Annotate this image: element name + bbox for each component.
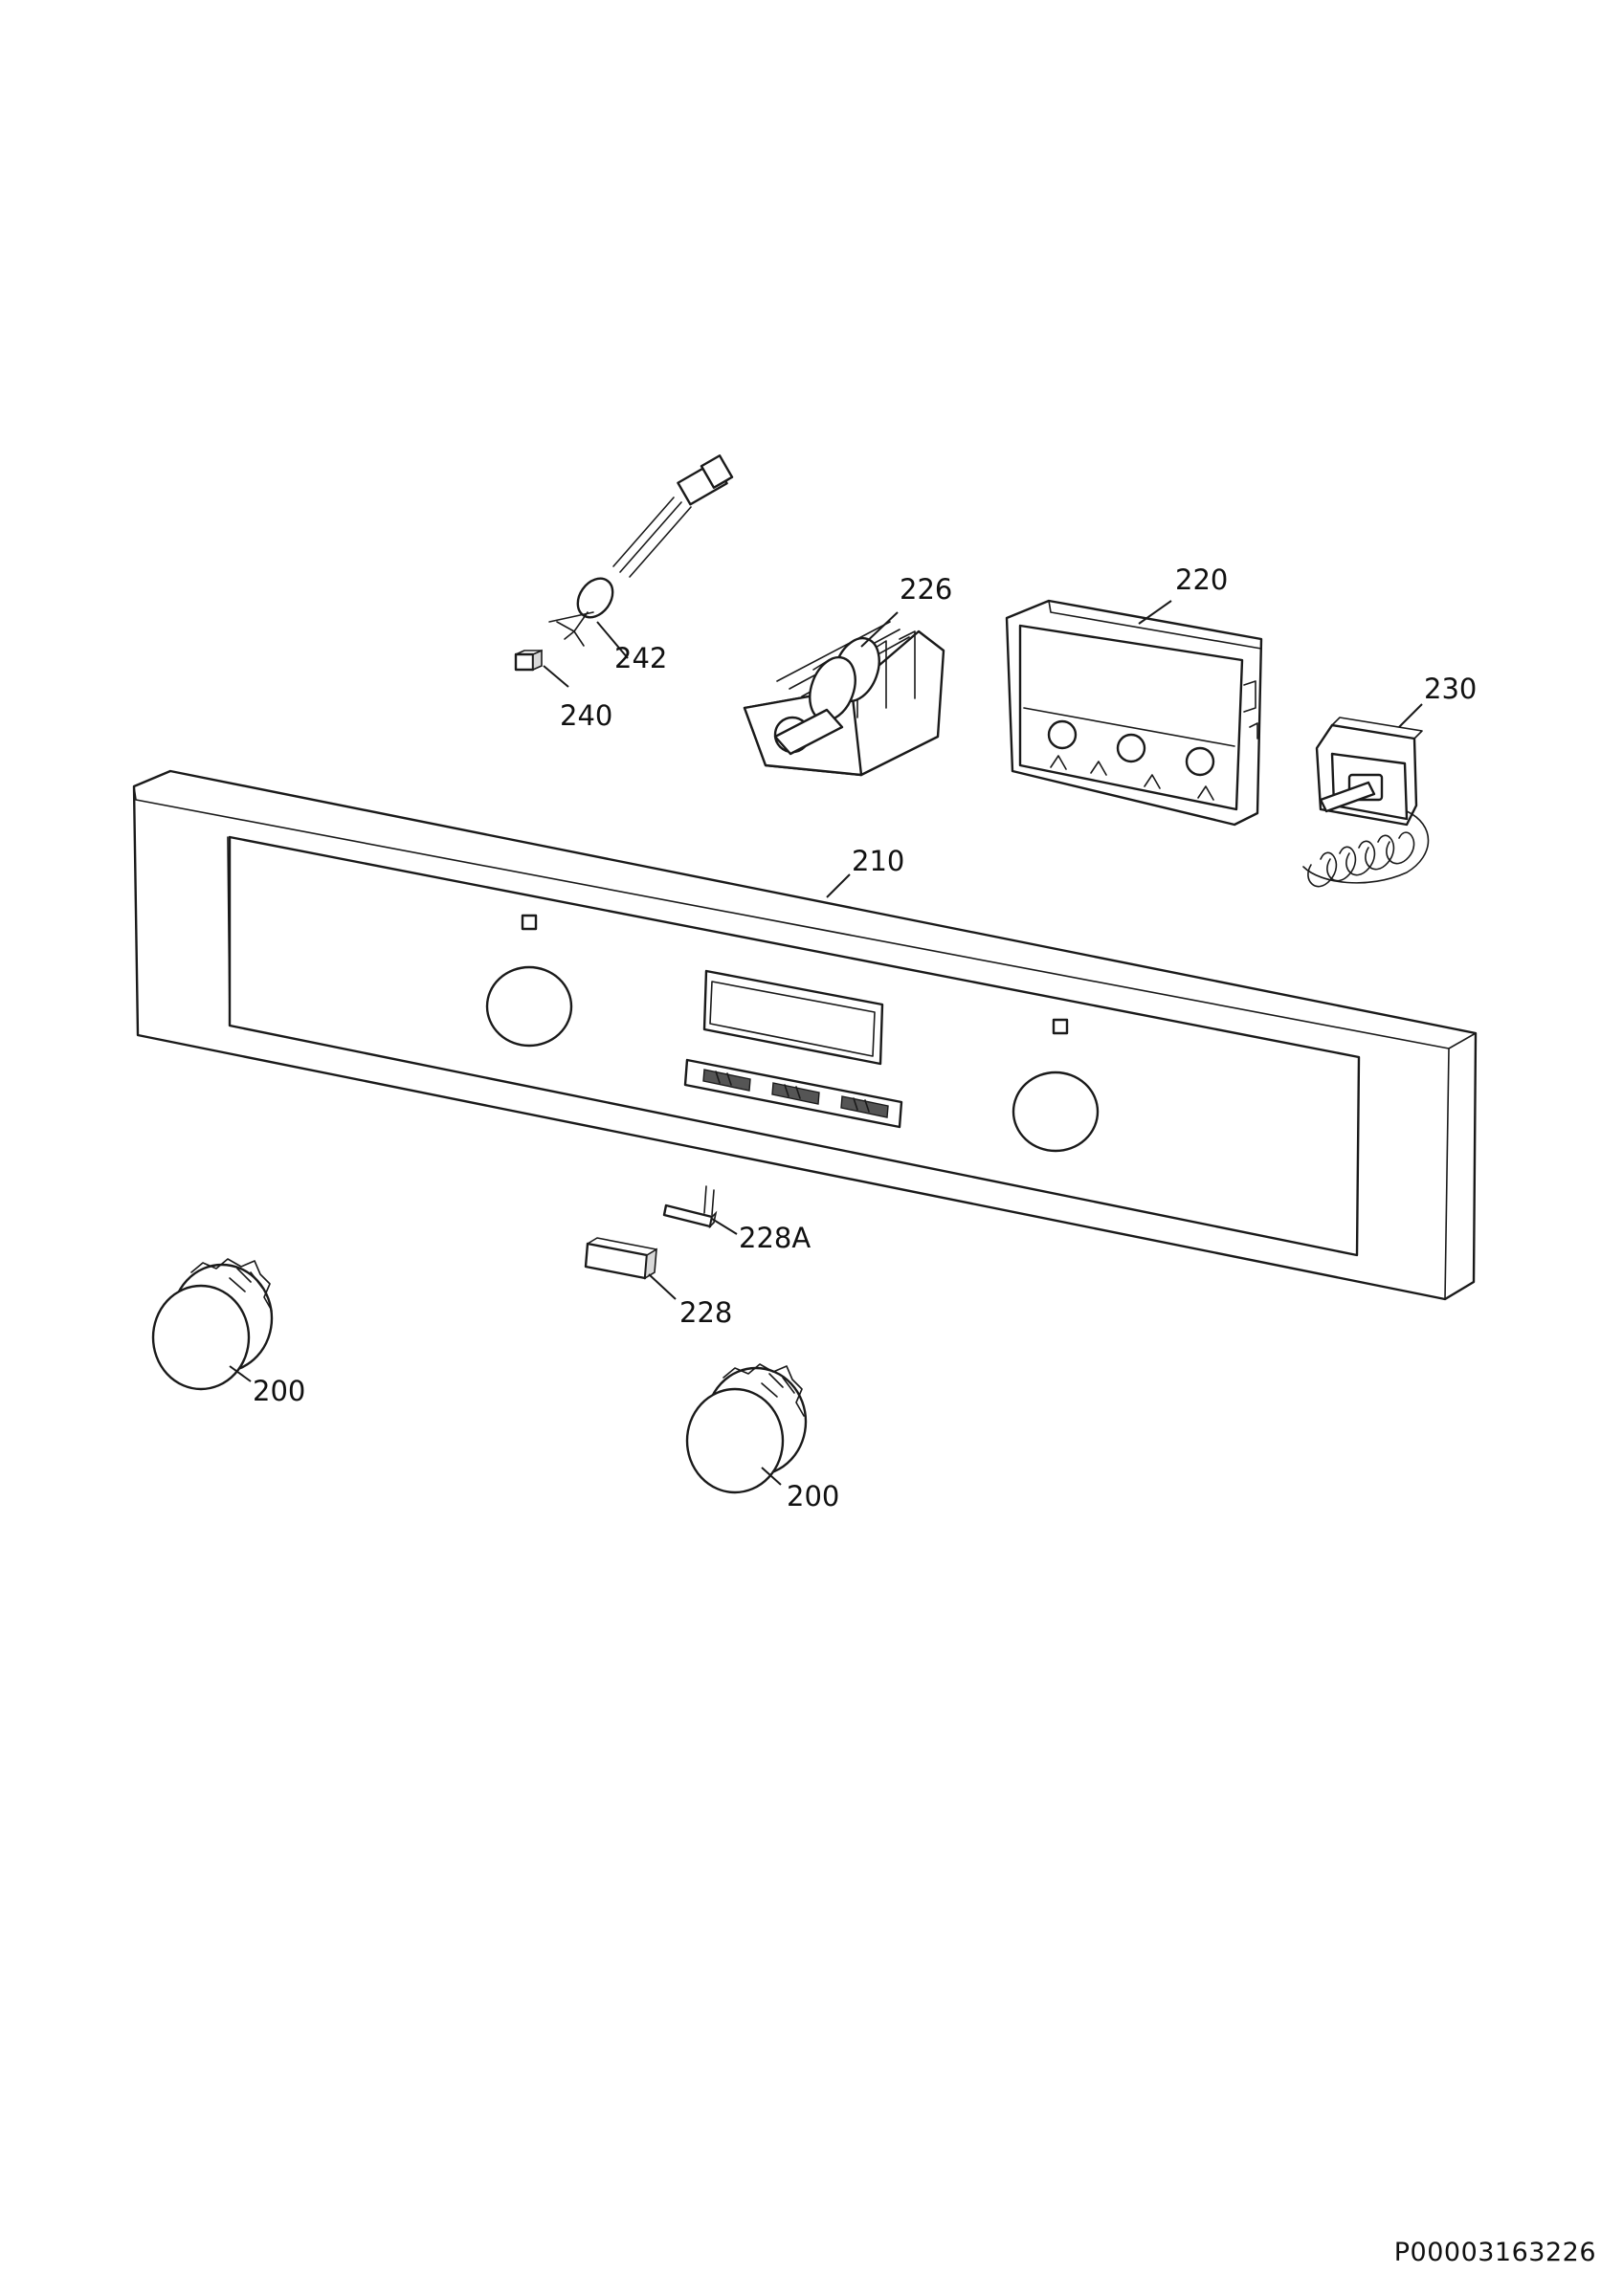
callout-226: 226 xyxy=(900,573,952,606)
callout-200-right: 200 xyxy=(787,1480,839,1512)
callout-242: 242 xyxy=(614,642,667,674)
left-knob-opening xyxy=(485,965,573,1048)
part-210-control-panel xyxy=(132,769,1478,1301)
left-indicator xyxy=(521,914,538,931)
right-indicator xyxy=(1052,1018,1069,1035)
callout-228A: 228A xyxy=(739,1222,811,1254)
part-228-button-cap xyxy=(584,1237,657,1280)
callout-210: 210 xyxy=(852,845,904,877)
display-window xyxy=(702,969,884,1066)
part-230-thermostat xyxy=(1302,717,1430,888)
part-240-lamp xyxy=(514,649,543,672)
part-242-lamp-cable xyxy=(548,454,734,647)
part-200-knob-left xyxy=(151,1258,274,1391)
callout-240: 240 xyxy=(560,699,612,732)
part-226-selector-switch xyxy=(743,621,945,777)
part-200-knob-right xyxy=(685,1363,808,1494)
callout-220: 220 xyxy=(1175,563,1228,596)
callout-200-left: 200 xyxy=(253,1375,305,1407)
callout-labels: 242 240 226 220 230 210 228A 228 200 200 xyxy=(253,563,1477,1512)
part-220-programmer-box xyxy=(1005,599,1263,827)
callout-228: 228 xyxy=(679,1296,732,1329)
right-knob-opening xyxy=(1012,1071,1100,1153)
callout-230: 230 xyxy=(1424,673,1477,705)
leader-lines xyxy=(229,600,1423,1486)
part-228A-pin xyxy=(662,1185,718,1229)
document-code: P00003163226 xyxy=(1393,2238,1596,2267)
